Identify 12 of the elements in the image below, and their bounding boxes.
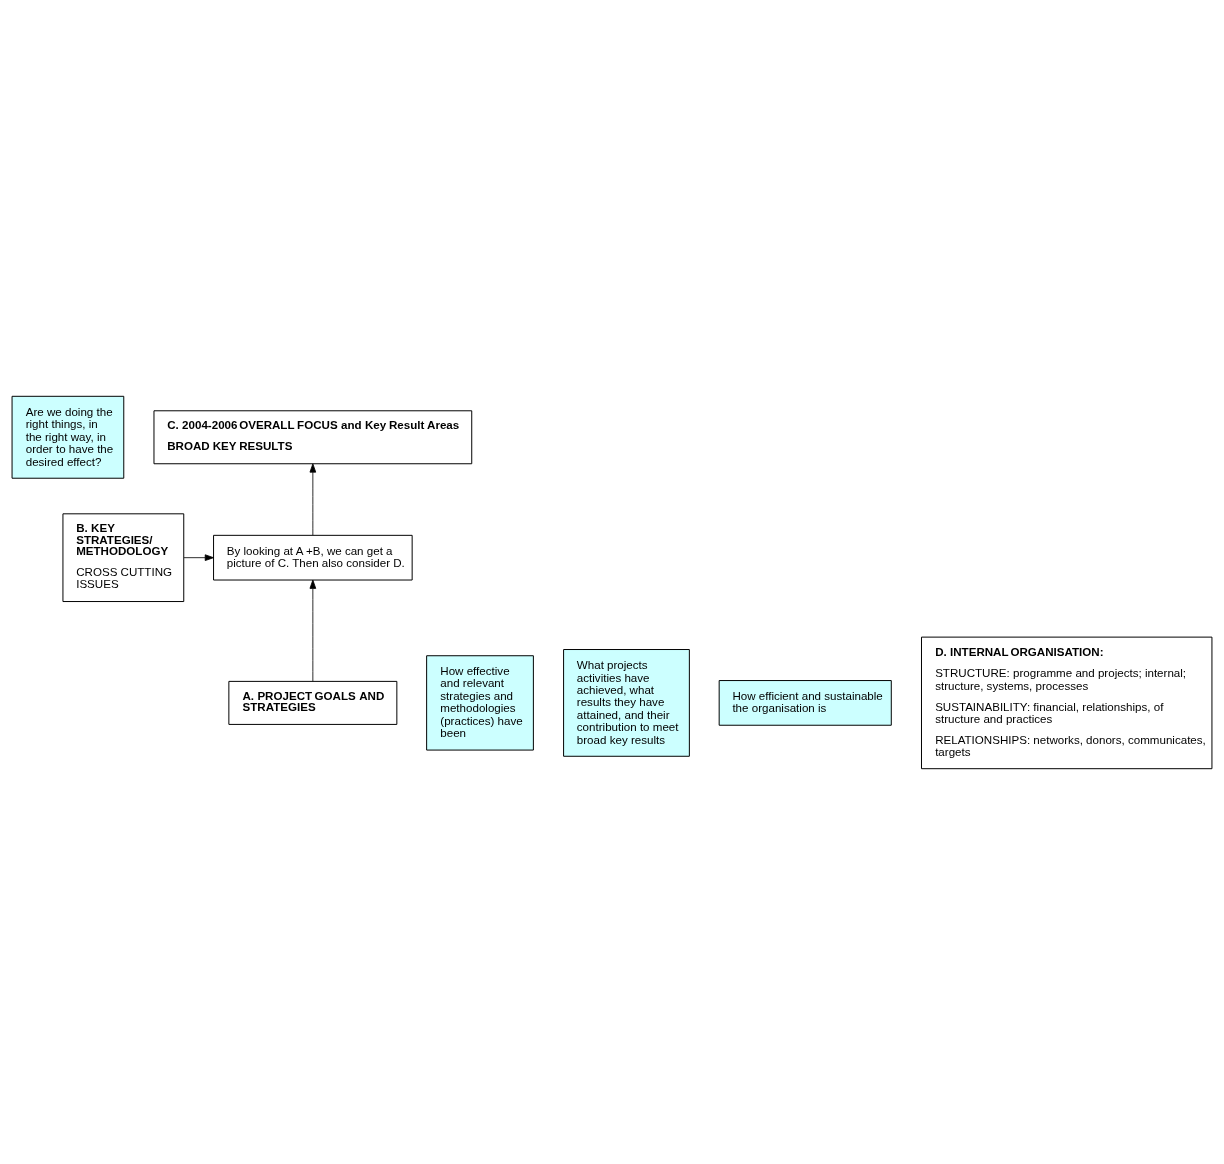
node-box: What projects activities have achieved, what results they have attained, and their contribution to meet broad key results bbox=[563, 648, 690, 757]
node-box: B. KEY STRATEGIES/ METHODOLOGY CROSS CUTTING ISSUES bbox=[62, 512, 185, 602]
arrow bbox=[183, 553, 214, 561]
node-box: C. 2004-2006 OVERALL FOCUS and Key Result Areas BROAD KEY RESULTS bbox=[153, 409, 473, 464]
arrow bbox=[309, 579, 317, 682]
node-box: D. INTERNAL ORGANISATION: STRUCTURE: programme and projects; internal; structure, systems, processes SUSTAINABILITY: financial, relationships, of structure and practices RELATIONSHIPS: networks, donors, communicates, targets bbox=[921, 636, 1213, 769]
arrow bbox=[309, 462, 317, 535]
node-box: Are we doing the right things, in the right way, in order to have the desired effect? bbox=[11, 395, 125, 479]
node-box: A. PROJECT GOALS AND STRATEGIES bbox=[228, 680, 398, 725]
node-box: By looking at A +B, we can get a picture of C. Then also consider D. bbox=[213, 534, 413, 580]
node-box: How efficient and sustainable the organisation is bbox=[718, 679, 892, 726]
node-box: How effective and relevant strategies and methodologies (practices) have been bbox=[426, 654, 534, 751]
